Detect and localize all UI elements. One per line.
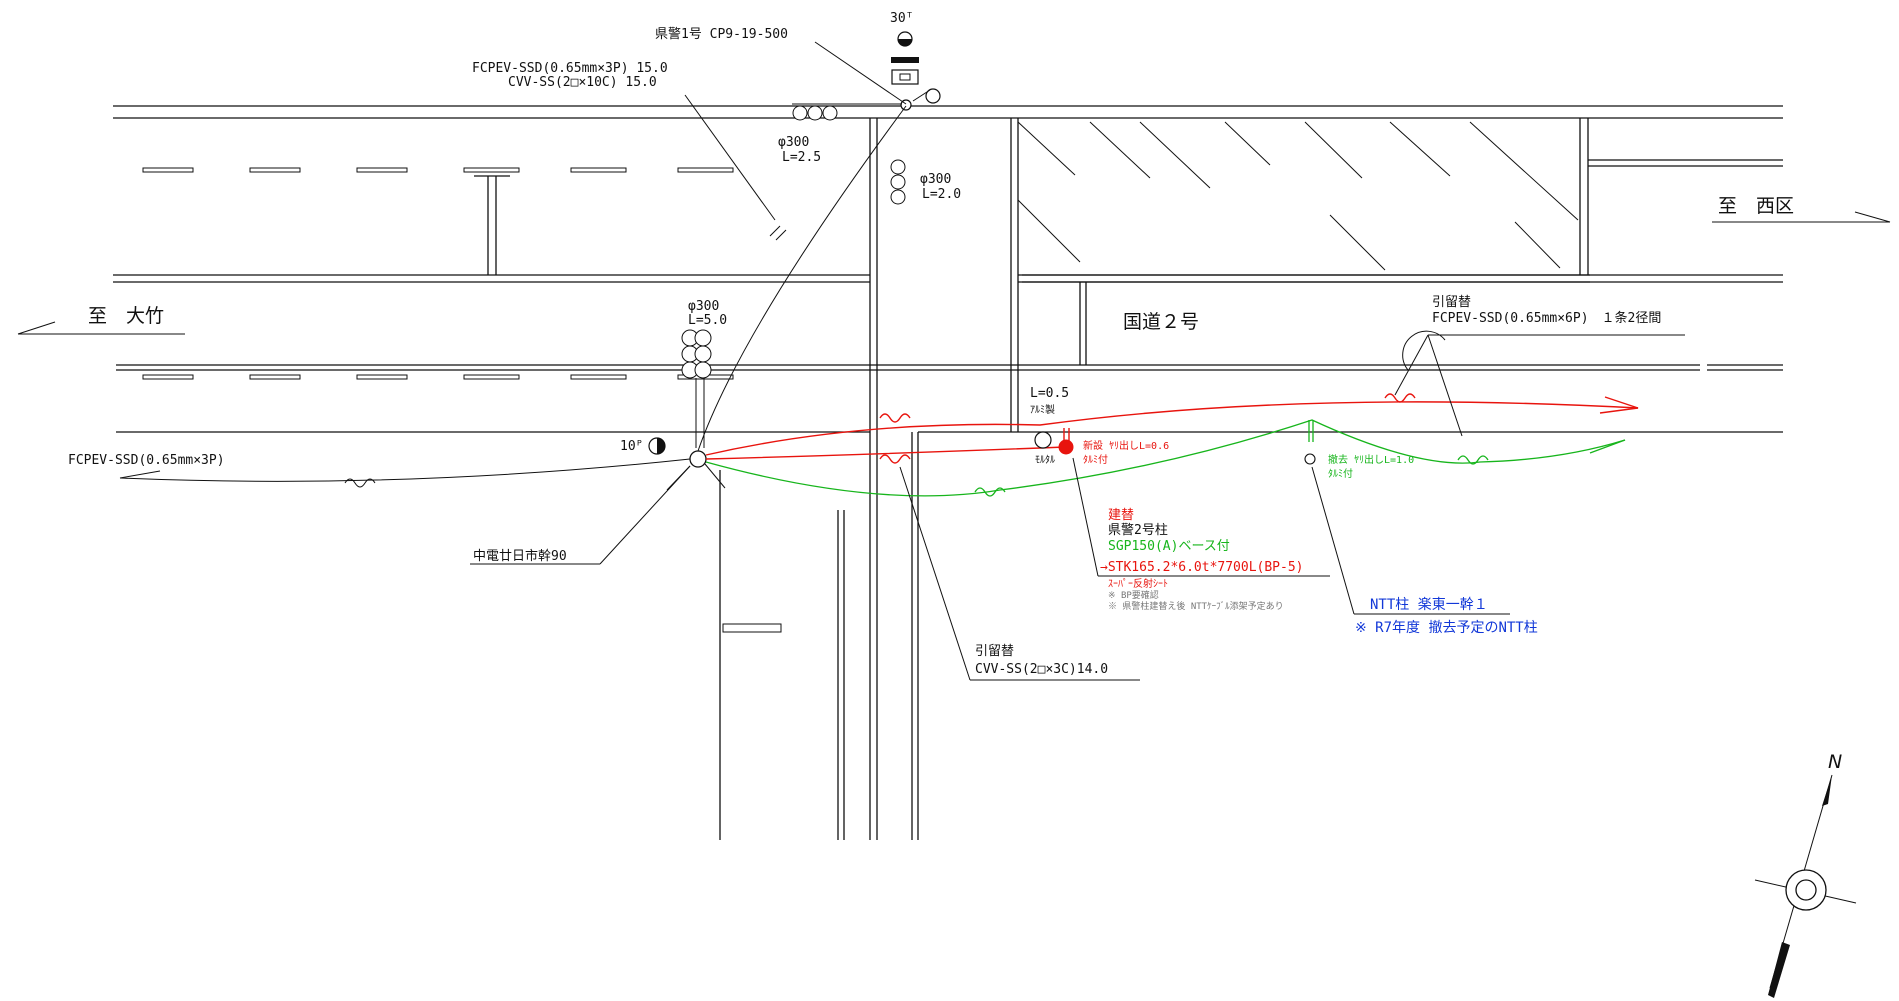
left-pole-height: 10ᴾ	[620, 439, 643, 454]
duct-1-size: φ300	[778, 135, 809, 150]
road-name: 国道２号	[1123, 311, 1199, 333]
mortar-base: ﾓﾙﾀﾙ	[1034, 431, 1055, 466]
new-pole-riser-note: ﾀﾙﾐ付	[1083, 453, 1108, 466]
side-road	[719, 118, 1019, 840]
left-pole: 10ᴾ FCPEV-SSD(0.65mm×3P) 中電廿日市幹90	[68, 105, 907, 565]
new-pole-note-2: ※ 県警柱建替え後 NTTｹｰﾌﾞﾙ添架予定あり	[1108, 600, 1284, 612]
south-retension: 引留替 CVV-SS(2□×3C)14.0	[899, 466, 1140, 681]
north-label: N	[1828, 751, 1842, 773]
duct-3-size: φ300	[688, 299, 719, 314]
east-retension: 引留替 FCPEV-SSD(0.65mm×6P) １条2径間	[1394, 295, 1685, 437]
duct-4-length: L=0.5	[1030, 386, 1069, 401]
hatched-island	[1017, 118, 1783, 365]
north-arrow: N	[1754, 751, 1857, 998]
ntt-pole-note: ※ R7年度 撤去予定のNTT柱	[1355, 620, 1538, 636]
road-outline	[113, 105, 1783, 433]
top-pole: 県警1号 CP9-19-500 30ᵀ FCPEV-SSD(0.65mm×3P)…	[472, 11, 941, 221]
left-pole-cable: FCPEV-SSD(0.65mm×3P)	[68, 453, 225, 468]
new-cable-route: 新設 ﾔﾘ出しL=0.6 ﾀﾙﾐ付	[705, 393, 1639, 466]
new-pole-note-1: ※ BP要確認	[1108, 589, 1159, 601]
duct-1-length: L=2.5	[782, 150, 821, 165]
removed-riser: 撤去 ﾔﾘ出しL=1.0	[1328, 453, 1414, 466]
ntt-pole-icon	[1304, 453, 1316, 465]
ducts: φ300 L=2.5 φ300 L=2.0 φ300 L=5.0 L=0.5 ｱ…	[681, 135, 1069, 448]
west-direction: 至 大竹	[17, 305, 185, 335]
east-retension-title: 引留替	[1432, 295, 1471, 310]
left-pole-owner: 中電廿日市幹90	[473, 548, 567, 564]
south-retension-cable: CVV-SS(2□×3C)14.0	[975, 662, 1108, 677]
south-retension-title: 引留替	[975, 644, 1014, 659]
top-pole-label: 県警1号 CP9-19-500	[655, 26, 788, 42]
ntt-pole-name: NTT柱 楽東一幹１	[1370, 596, 1488, 613]
median-marker	[474, 175, 510, 275]
top-pole-height: 30ᵀ	[890, 11, 913, 26]
east-direction-label: 至 西区	[1718, 195, 1794, 217]
top-pole-cable-2: CVV-SS(2□×10C) 15.0	[508, 75, 657, 90]
new-pole-old-spec: SGP150(A)ベース付	[1108, 539, 1230, 554]
removed-cable-route: 撤去 ﾔﾘ出しL=1.0 ﾀﾙﾐ付	[705, 419, 1626, 497]
new-pole-riser: 新設 ﾔﾘ出しL=0.6	[1083, 439, 1169, 452]
new-pole-new-spec: →STK165.2*6.0t*7700L(BP-5)	[1100, 560, 1304, 575]
new-pole-callout: 建替 県警2号柱 SGP150(A)ベース付 →STK165.2*6.0t*77…	[1072, 457, 1330, 612]
duct-4-material: ｱﾙﾐ製	[1030, 403, 1055, 416]
duct-2-length: L=2.0	[922, 187, 961, 202]
removed-riser-note: ﾀﾙﾐ付	[1328, 467, 1353, 480]
ntt-pole-callout: NTT柱 楽東一幹１ ※ R7年度 撤去予定のNTT柱	[1311, 466, 1538, 636]
new-pole-sheet: ｽｰﾊﾟｰ反射ｼｰﾄ	[1108, 578, 1168, 590]
duct-3-length: L=5.0	[688, 313, 727, 328]
new-pole-action: 建替	[1108, 508, 1134, 523]
east-retension-cable: FCPEV-SSD(0.65mm×6P) １条2径間	[1432, 310, 1661, 326]
west-direction-label: 至 大竹	[88, 305, 164, 327]
new-pole-name: 県警2号柱	[1108, 522, 1168, 538]
new-pole-icon	[1058, 439, 1074, 455]
top-pole-cable-1: FCPEV-SSD(0.65mm×3P) 15.0	[472, 61, 668, 76]
lane-dashes	[142, 167, 734, 380]
junction-pole-icon	[689, 450, 707, 468]
duct-2-size: φ300	[920, 172, 951, 187]
east-direction: 至 西区	[1712, 195, 1891, 223]
mortar-label: ﾓﾙﾀﾙ	[1035, 454, 1055, 466]
signal-head-icon	[891, 57, 919, 63]
